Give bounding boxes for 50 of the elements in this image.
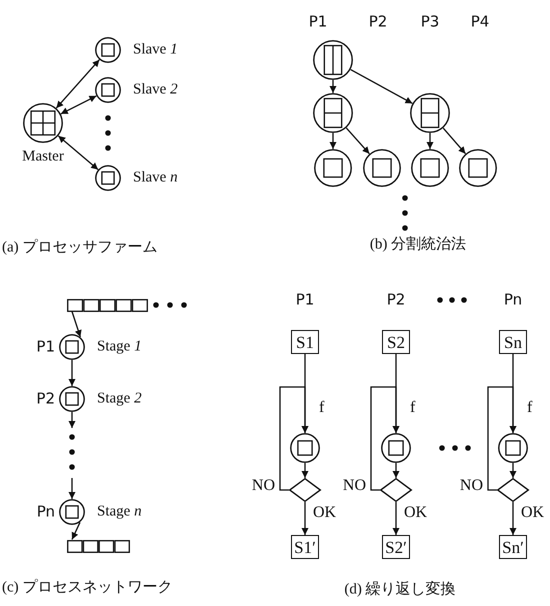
arrow (71, 522, 81, 540)
caption: (a) プロセッサファーム (2, 240, 158, 256)
node-label: Slave 2 (133, 82, 178, 98)
processor-label: P1 (36, 340, 55, 354)
node-label: Stage 2 (97, 392, 142, 406)
processor-label: Pn (36, 504, 55, 520)
arrow (510, 463, 516, 478)
processor-label: P3 (420, 14, 440, 30)
arrow (302, 463, 308, 478)
node-label: Stage 1 (97, 340, 142, 354)
arrow (279, 386, 308, 491)
state-box: Sn (499, 330, 527, 354)
arrow (510, 502, 516, 535)
processor-label: P2 (368, 14, 388, 30)
node-label: Stage n (97, 504, 142, 520)
caption: (d) 繰り返し変換 (344, 582, 456, 598)
arrow (370, 386, 400, 491)
arrow (60, 95, 97, 114)
arrow (58, 135, 99, 170)
processor-label: P1 (296, 292, 314, 308)
processor-label: Pn (504, 292, 522, 308)
processor-label: P1 (308, 14, 328, 30)
arrow (56, 59, 100, 109)
arrow (68, 412, 76, 428)
arrow (392, 502, 400, 535)
arrow (330, 133, 336, 149)
node-label: Master (22, 150, 64, 164)
state-box: Sn′ (499, 535, 527, 559)
arrow (71, 311, 82, 338)
caption: (b) 分割統治法 (370, 238, 466, 252)
node-label: Slave n (133, 170, 178, 186)
arrow (346, 127, 370, 154)
arrow (487, 386, 516, 491)
node-label: Slave 1 (133, 42, 178, 58)
processor-label: P4 (470, 14, 490, 30)
state-box: S2 (382, 330, 410, 354)
arrow (350, 69, 413, 104)
state-box: S1 (291, 330, 319, 354)
state-box: S1′ (291, 535, 319, 559)
arrow (68, 478, 76, 499)
arrow (442, 128, 466, 154)
arrow (426, 133, 434, 149)
arrow (392, 463, 400, 478)
arrow (68, 360, 76, 386)
state-box: S2′ (382, 535, 410, 559)
processor-label: P2 (386, 292, 406, 308)
arrow (302, 502, 308, 535)
caption: (c) プロセスネットワーク (2, 580, 172, 596)
arrow (330, 80, 336, 93)
processor-label: P2 (36, 392, 55, 406)
